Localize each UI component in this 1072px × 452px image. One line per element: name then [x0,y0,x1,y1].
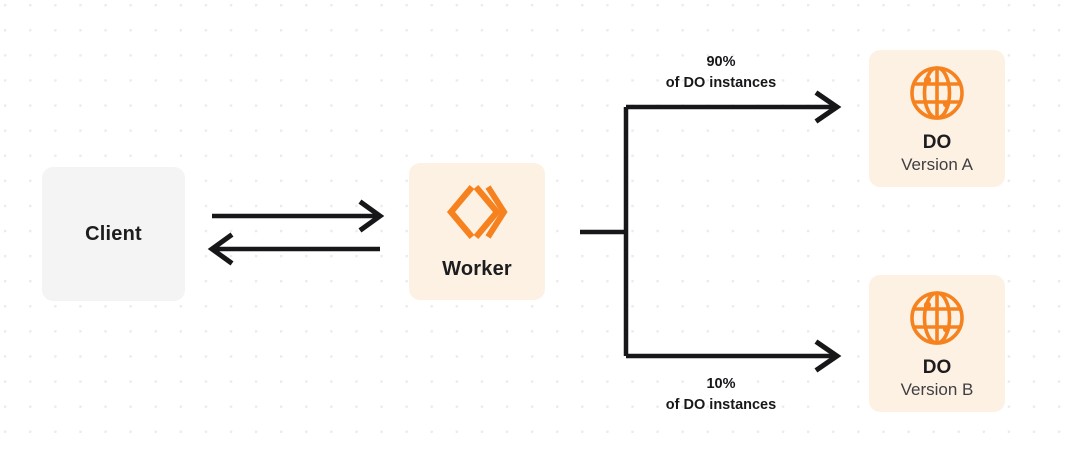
node-worker-label: Worker [442,258,512,280]
edge-label-do-a-description: of DO instances [665,75,777,92]
arrow-client-to-worker-head [358,199,385,233]
edge-label-do-a-percent: 90% [706,54,736,70]
edge-label-do-b: 10% of DO instances [623,374,819,416]
arrow-to-do-b-head [814,339,842,373]
node-worker: Worker [409,163,545,300]
edge-label-do-a: 90% of DO instances [623,52,819,94]
node-do-b-sublabel: Version B [900,379,974,399]
cloudflare-workers-icon [446,182,508,242]
node-do-a-label: DO [922,131,952,153]
edge-label-do-b-description: of DO instances [665,397,777,414]
node-client: Client [42,167,185,301]
arrow-to-do-a-head [814,90,842,124]
node-do-version-a: DO Version A [869,50,1005,187]
globe-icon [908,64,966,122]
edge-label-do-b-percent: 10% [706,376,736,392]
globe-icon [908,289,966,347]
node-do-a-sublabel: Version A [901,154,973,174]
node-do-b-label: DO [922,356,952,378]
node-do-version-b: DO Version B [869,275,1005,412]
node-client-label: Client [85,222,142,245]
arrow-worker-to-client-head [207,232,234,266]
